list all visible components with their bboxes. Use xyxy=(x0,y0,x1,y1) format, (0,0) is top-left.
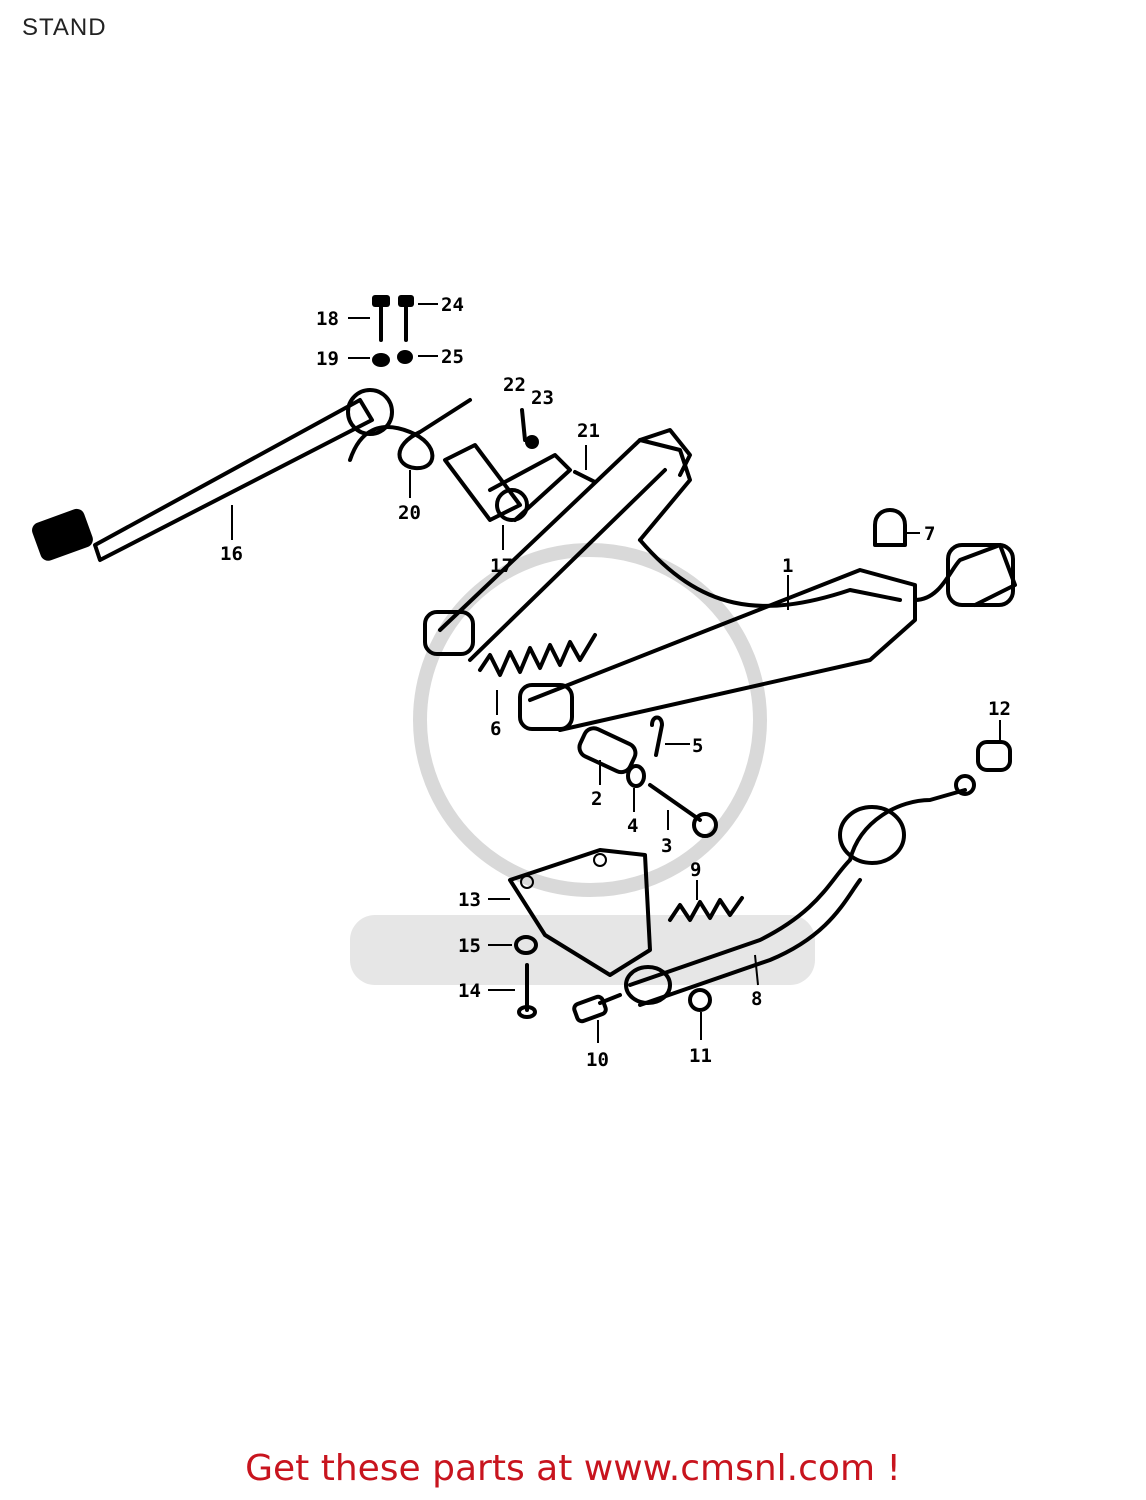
callout-21: 21 xyxy=(577,420,600,442)
watermark-logo xyxy=(350,543,815,985)
callout-15: 15 xyxy=(458,935,481,957)
callout-2: 2 xyxy=(591,788,602,810)
part-collar-2[interactable] xyxy=(576,725,639,775)
callout-25: 25 xyxy=(441,346,464,368)
callout-20: 20 xyxy=(398,502,421,524)
callout-8: 8 xyxy=(751,988,762,1010)
footer-link[interactable]: Get these parts at www.cmsnl.com ! xyxy=(245,1448,901,1489)
part-side-stand[interactable] xyxy=(624,774,976,1007)
callout-labels: 18 19 24 25 22 23 21 20 16 17 7 1 6 5 2 … xyxy=(220,294,1011,1071)
callout-16: 16 xyxy=(220,543,243,565)
part-bolts-top[interactable] xyxy=(372,295,414,367)
callout-3: 3 xyxy=(661,835,672,857)
callout-18: 18 xyxy=(316,308,339,330)
callout-1: 1 xyxy=(782,555,793,577)
callout-13: 13 xyxy=(458,889,481,911)
leader-lines xyxy=(231,303,1001,1043)
callout-14: 14 xyxy=(458,980,481,1002)
part-stopper-7[interactable] xyxy=(873,508,907,547)
part-pin-5[interactable] xyxy=(650,715,664,757)
part-pin-21[interactable] xyxy=(573,470,597,484)
part-washer-15[interactable] xyxy=(514,935,538,955)
part-spring-pedal[interactable] xyxy=(348,398,472,471)
part-bolt-14[interactable] xyxy=(517,963,537,1019)
part-cap-12[interactable] xyxy=(976,740,1012,772)
part-nut-11[interactable] xyxy=(688,988,712,1012)
callout-12: 12 xyxy=(988,698,1011,720)
part-brake-pedal[interactable] xyxy=(30,388,394,563)
part-bracket-13[interactable] xyxy=(508,848,652,977)
part-clip-22[interactable] xyxy=(520,408,527,442)
part-washer-23[interactable] xyxy=(525,435,539,449)
page-title: STAND xyxy=(22,14,107,41)
callout-19: 19 xyxy=(316,348,339,370)
callout-5: 5 xyxy=(692,735,703,757)
part-stand-spring[interactable] xyxy=(478,633,597,677)
callout-4: 4 xyxy=(627,815,638,837)
callout-7: 7 xyxy=(924,523,935,545)
callout-23: 23 xyxy=(531,387,554,409)
part-bolt-10[interactable] xyxy=(572,993,622,1024)
callout-17: 17 xyxy=(490,555,513,577)
part-pivot-shaft[interactable] xyxy=(443,443,572,522)
part-bolt-3[interactable] xyxy=(648,783,718,838)
callout-9: 9 xyxy=(690,859,701,881)
callout-24: 24 xyxy=(441,294,464,316)
callout-6: 6 xyxy=(490,718,501,740)
callout-11: 11 xyxy=(689,1045,712,1067)
callout-10: 10 xyxy=(586,1049,609,1071)
part-spring-9[interactable] xyxy=(668,896,744,922)
part-washer-4[interactable] xyxy=(626,764,646,788)
part-main-stand[interactable] xyxy=(423,428,1017,732)
callout-22: 22 xyxy=(503,374,526,396)
